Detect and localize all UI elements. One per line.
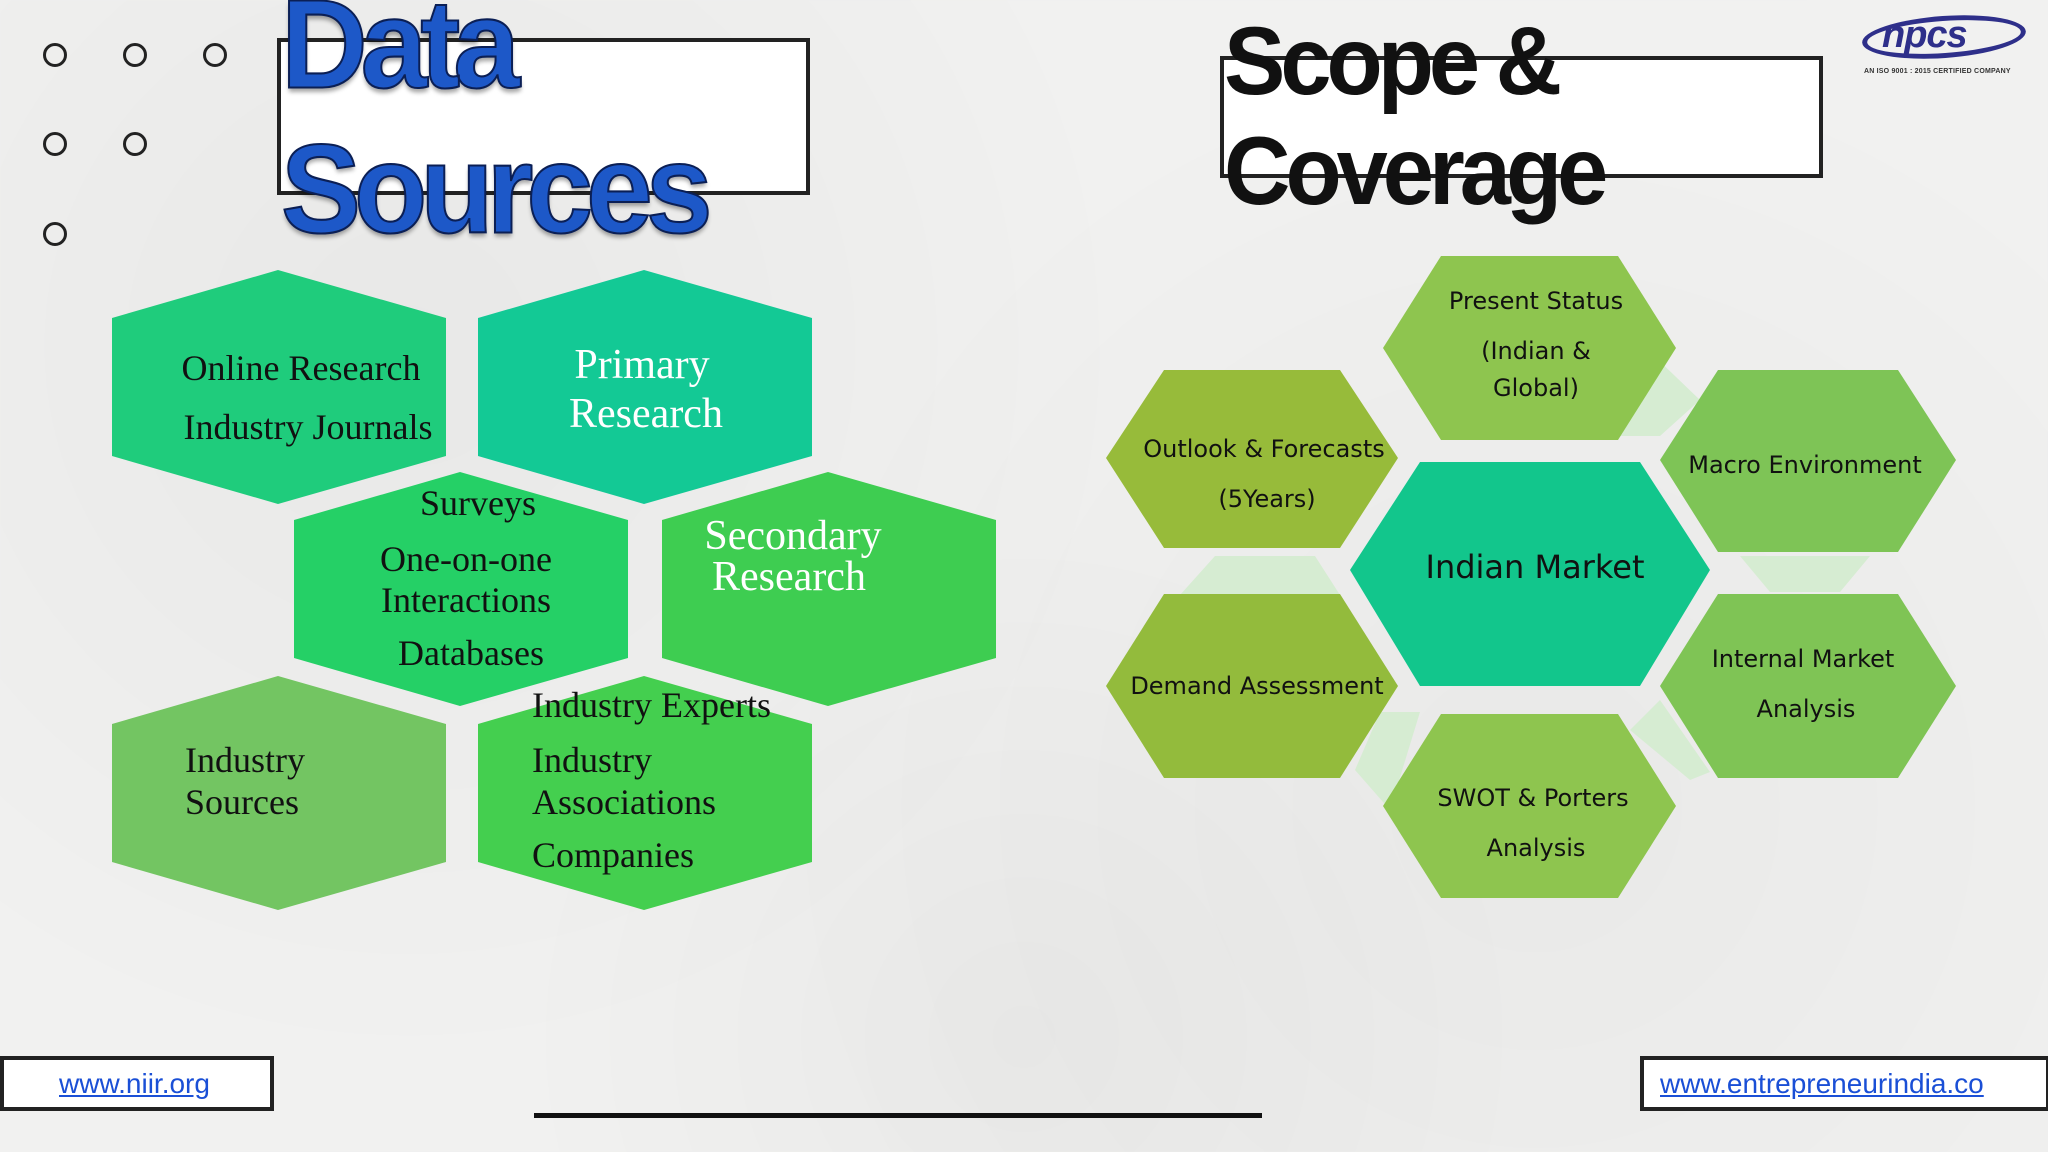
connector (1740, 556, 1870, 592)
scope-coverage-title-text: Scope & Coverage (1224, 7, 1608, 226)
decor-circle (123, 132, 147, 156)
hex-surveys (294, 472, 628, 706)
present-status-text: Present Status (Indian & Global) (1449, 287, 1623, 402)
label: Outlook & Forecasts (1143, 435, 1384, 463)
label: Industry Experts (532, 685, 771, 725)
decor-circle (43, 222, 67, 246)
hex-demand (1106, 594, 1398, 778)
hex-industry-experts (478, 676, 812, 910)
entrepreneurindia-link[interactable]: www.entrepreneurindia.co (1640, 1056, 2048, 1111)
decor-circle (43, 132, 67, 156)
niir-link[interactable]: www.niir.org (0, 1056, 274, 1111)
swot-text: SWOT & Porters Analysis (1437, 784, 1628, 862)
decor-circle (43, 43, 67, 67)
label: Databases (398, 633, 544, 673)
industry-experts-text: Industry Experts Industry Associations C… (532, 685, 771, 875)
online-research-text: Online Research Industry Journals (182, 348, 433, 447)
hex-indian-market (1350, 462, 1710, 686)
hex-industry-sources (112, 676, 446, 910)
hex-swot (1383, 714, 1676, 898)
hex-macro (1660, 370, 1956, 552)
label: Primary (574, 342, 709, 388)
label: Industry Journals (184, 407, 433, 447)
hex-present-status (1383, 256, 1676, 440)
logo-subtitle: AN ISO 9001 : 2015 CERTIFIED COMPANY (1864, 68, 2011, 75)
label: Secondary (704, 513, 881, 559)
primary-research-text: Primary Research (569, 342, 723, 437)
surveys-text: Surveys One-on-one Interactions Database… (380, 483, 552, 673)
label: Present Status (1449, 287, 1623, 315)
indian-market-text: Indian Market (1426, 548, 1645, 586)
internal-text: Internal Market Analysis (1712, 645, 1895, 723)
hex-outlook (1106, 370, 1398, 548)
hex-secondary-research (662, 472, 996, 706)
label: Industry (185, 740, 305, 780)
connector (1355, 712, 1420, 810)
label: Macro Environment (1688, 451, 1922, 479)
label: Interactions (381, 580, 551, 620)
label: Surveys (420, 483, 536, 523)
label: (Indian & (1481, 337, 1591, 365)
secondary-research-text: Secondary Research (704, 513, 881, 600)
label: Industry (532, 740, 652, 780)
macro-text: Macro Environment (1688, 451, 1922, 479)
label: (5Years) (1218, 485, 1315, 513)
label: Indian Market (1426, 548, 1645, 586)
connector (1630, 700, 1710, 780)
hex-online-research (112, 270, 446, 504)
label: Companies (532, 835, 694, 875)
decor-circle (123, 43, 147, 67)
demand-text: Demand Assessment (1130, 672, 1383, 700)
connector (1180, 556, 1340, 595)
label: Global) (1493, 374, 1579, 402)
logo-text: npcs (1882, 14, 1968, 56)
entrepreneurindia-link-text[interactable]: www.entrepreneurindia.co (1660, 1067, 1984, 1099)
label: Analysis (1757, 695, 1856, 723)
decor-circle (203, 43, 227, 67)
scope-coverage-title: Scope & Coverage (1220, 8, 1823, 225)
label: SWOT & Porters (1437, 784, 1628, 812)
label: Analysis (1487, 834, 1586, 862)
industry-sources-text: Industry Sources (185, 740, 305, 822)
label: Research (569, 391, 723, 437)
bottom-divider (534, 1113, 1262, 1118)
data-sources-title-text: Data Sources (280, 0, 714, 260)
label: Internal Market (1712, 645, 1895, 673)
hex-internal (1660, 594, 1956, 778)
label: One-on-one (380, 539, 552, 579)
label: Sources (185, 782, 299, 822)
label: Associations (532, 782, 716, 822)
outlook-text: Outlook & Forecasts (5Years) (1143, 435, 1384, 513)
niir-link-text[interactable]: www.niir.org (59, 1067, 210, 1099)
data-sources-title: Data Sources (277, 0, 810, 260)
label: Demand Assessment (1130, 672, 1383, 700)
npcs-logo: npcs AN ISO 9001 : 2015 CERTIFIED COMPAN… (1860, 10, 2035, 80)
label: Research (712, 554, 866, 600)
label: Online Research (182, 348, 421, 388)
hex-primary-research (478, 270, 812, 504)
